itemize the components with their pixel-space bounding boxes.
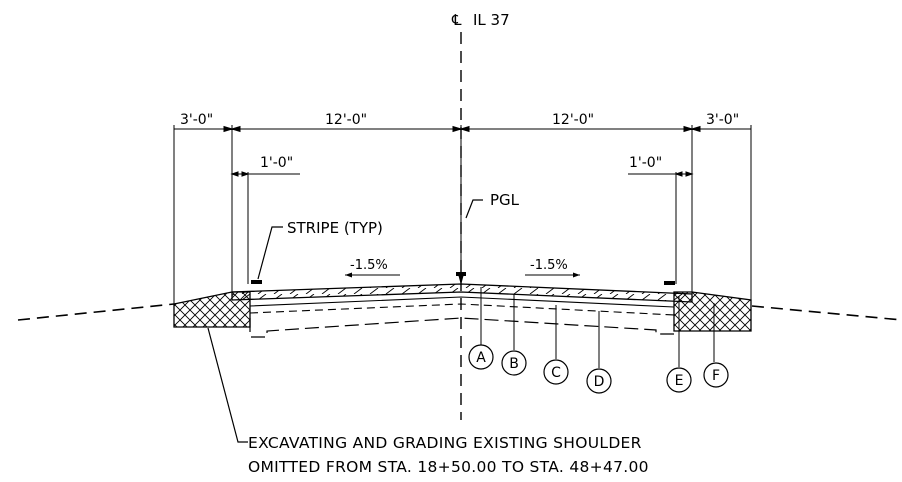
callout-c: C [543, 359, 569, 385]
right-offset-width: 1'-0" [629, 155, 662, 171]
note-line-1: EXCAVATING AND GRADING EXISTING SHOULDER [248, 434, 642, 452]
svg-text:D: D [594, 374, 605, 390]
centerline-route-label: IL 37 [473, 11, 510, 29]
top-dimension-line [174, 125, 751, 133]
callout-leaders [480, 287, 715, 368]
right-shoulder [673, 291, 752, 332]
pgl-leader [456, 199, 483, 285]
surface-course [231, 283, 693, 303]
subbase-line [249, 317, 674, 338]
left-lane-width: 12'-0" [325, 112, 367, 128]
right-shoulder-width: 3'-0" [706, 112, 739, 128]
centerline-symbol: ℄ [451, 11, 462, 29]
svg-text:A: A [476, 350, 486, 366]
left-shoulder [173, 291, 251, 328]
stripe-label: STRIPE (TYP) [287, 219, 383, 237]
svg-text:C: C [551, 365, 561, 381]
note-leader [207, 327, 248, 443]
pgl-label: PGL [490, 191, 520, 209]
centerline-title: ℄ IL 37 [451, 11, 510, 29]
callout-d: D [586, 368, 612, 394]
svg-text:-1.5%: -1.5% [350, 258, 388, 273]
callout-e: E [666, 367, 692, 393]
callout-b: B [501, 350, 527, 376]
offset-dimensions [230, 171, 694, 177]
stripe-leader [251, 226, 675, 285]
callout-f: F [703, 362, 729, 388]
slope-right: -1.5% [525, 258, 580, 278]
existing-ground-right [751, 305, 902, 321]
binder-course-line [249, 296, 675, 308]
existing-ground-left [17, 303, 175, 321]
note-line-2: OMITTED FROM STA. 18+50.00 TO STA. 48+47… [248, 458, 649, 476]
left-offset-width: 1'-0" [260, 155, 293, 171]
svg-text:-1.5%: -1.5% [530, 258, 568, 273]
left-shoulder-width: 3'-0" [180, 112, 213, 128]
base-course-line [249, 303, 675, 316]
svg-text:B: B [509, 356, 519, 372]
extension-lines [173, 125, 752, 304]
svg-text:E: E [675, 373, 684, 389]
callout-a: A [468, 344, 494, 370]
right-lane-width: 12'-0" [552, 112, 594, 128]
svg-text:F: F [712, 368, 720, 384]
slope-left: -1.5% [345, 258, 400, 278]
